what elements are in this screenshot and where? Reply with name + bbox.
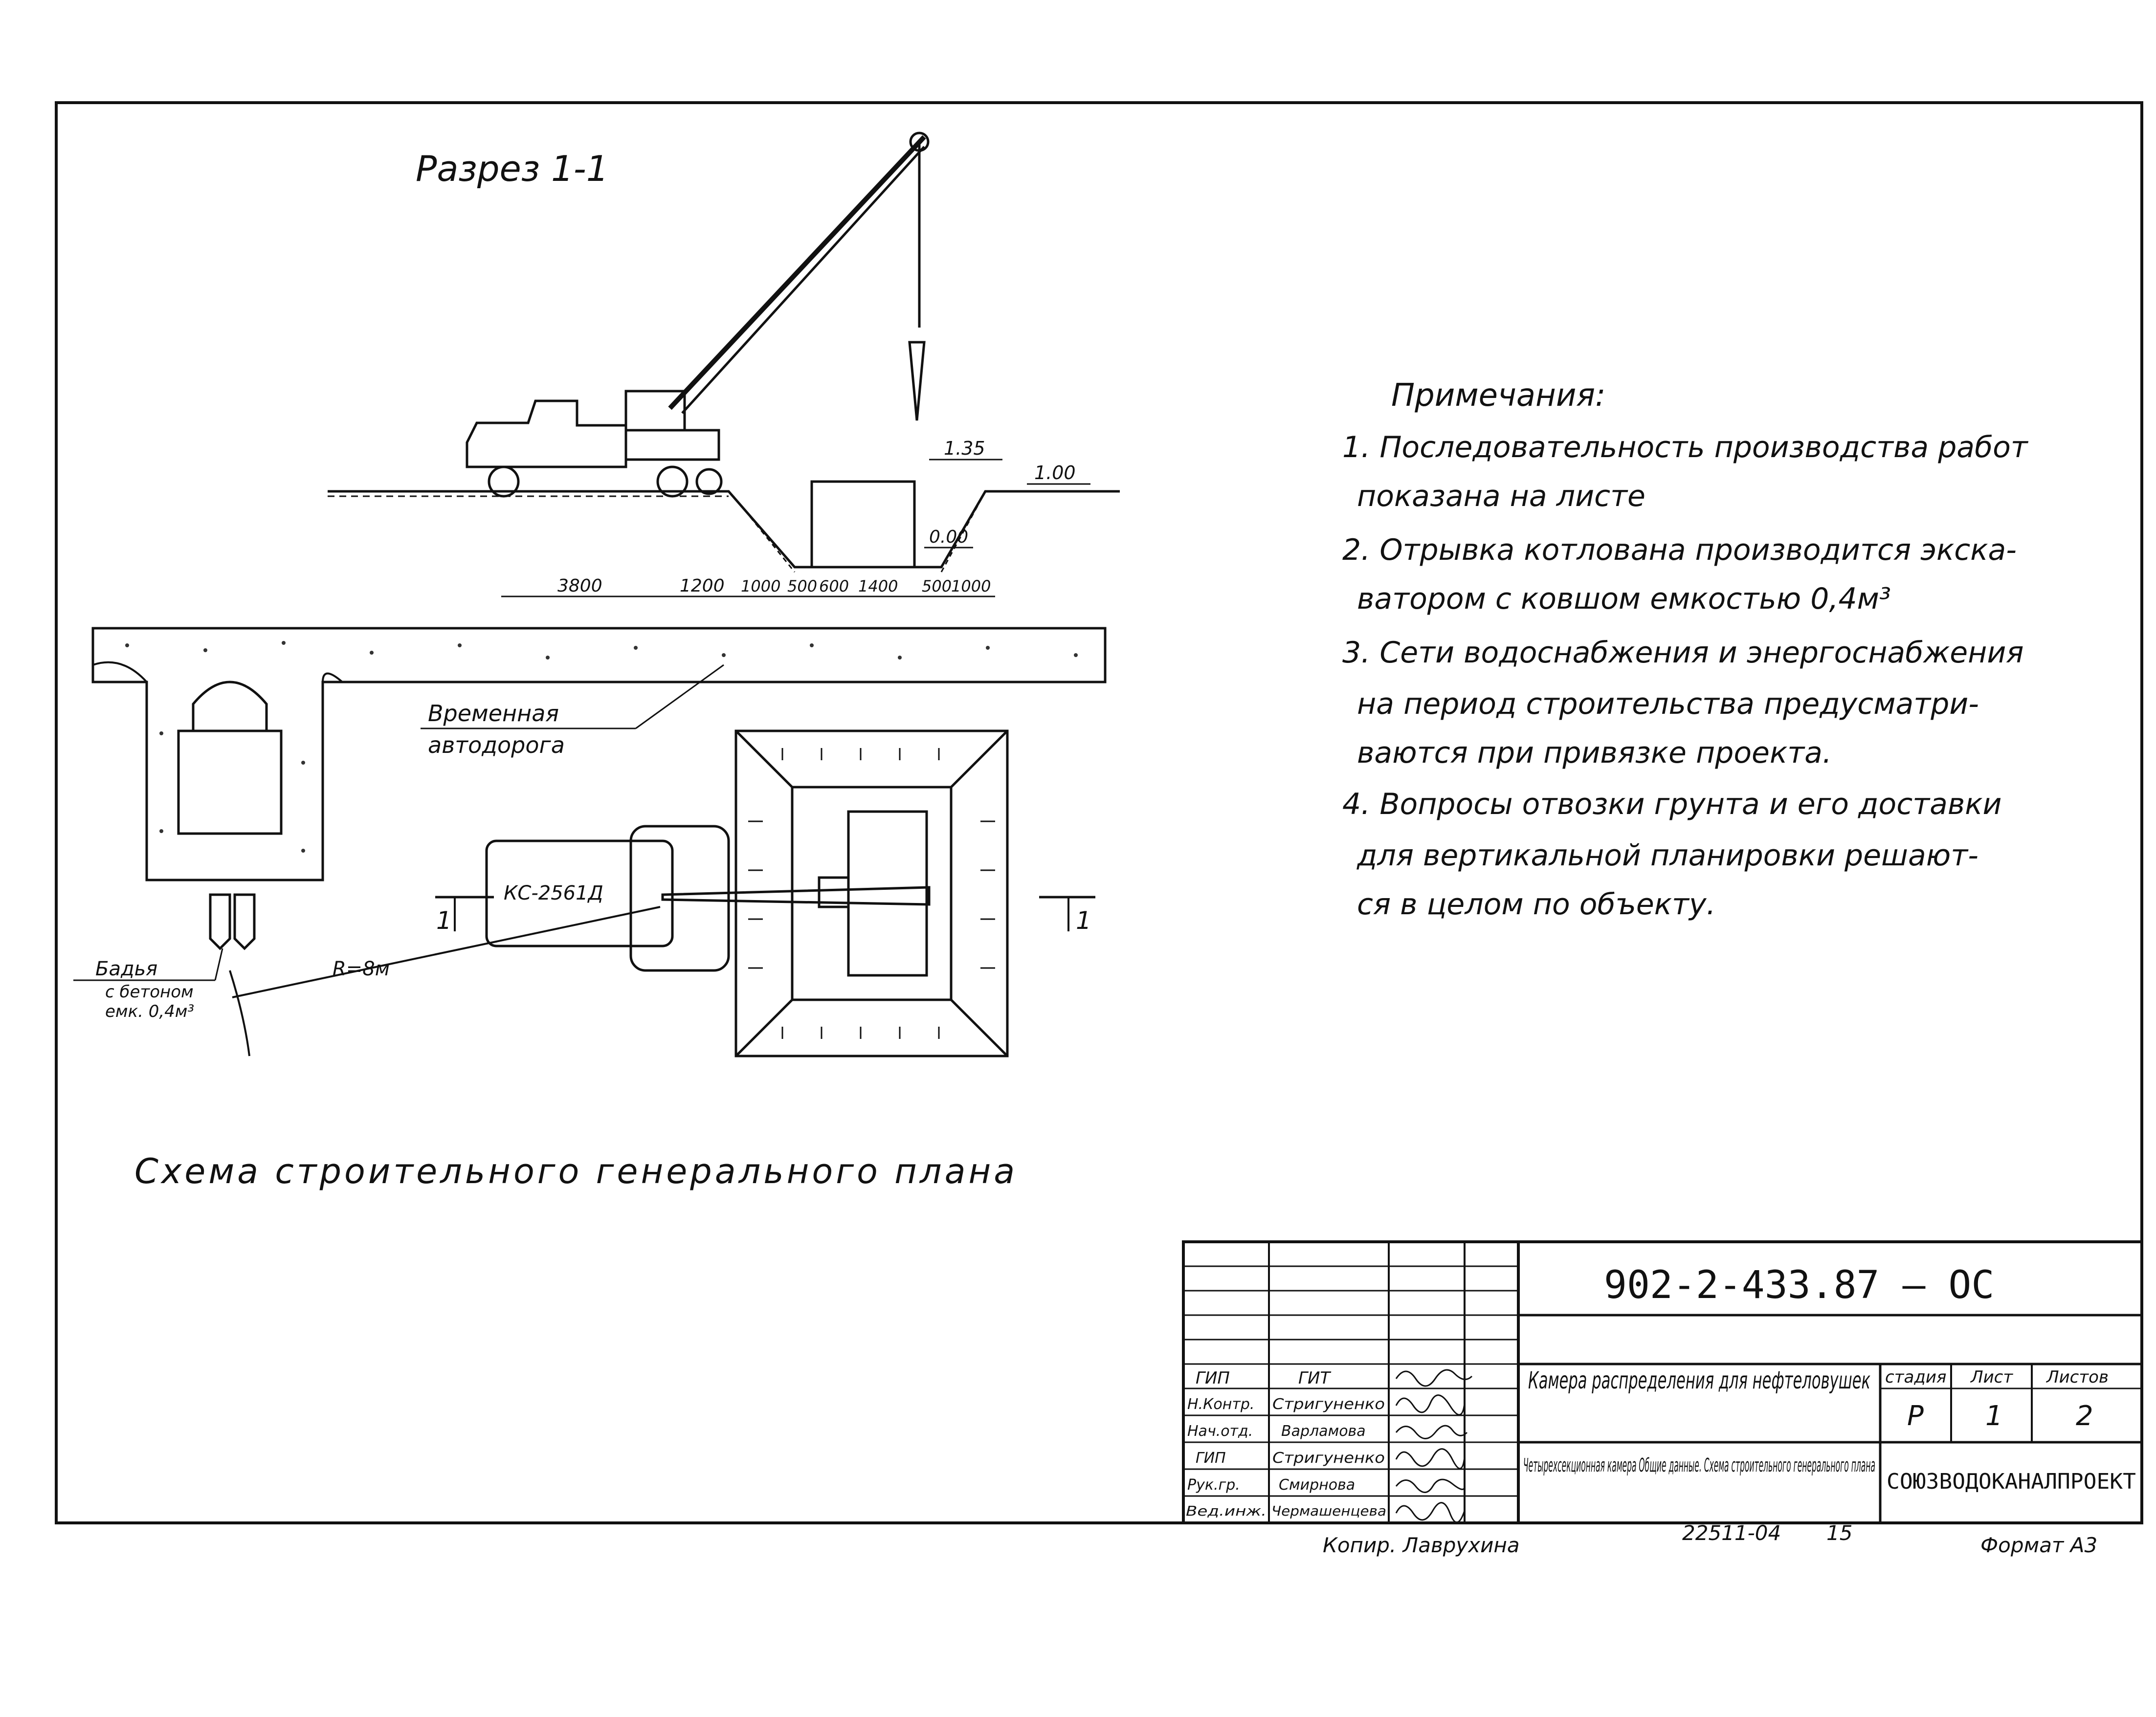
- crane-label: КС-2561Д: [504, 882, 603, 904]
- stage-header: стадия: [1885, 1367, 1946, 1387]
- svg-text:1: 1: [436, 906, 452, 935]
- notes-heading: Примечания:: [1391, 377, 1606, 414]
- row-name: ГИТ: [1298, 1368, 1331, 1388]
- svg-text:1: 1: [1076, 906, 1091, 935]
- sheets-value: 2: [2076, 1400, 2093, 1432]
- ground-profile: [328, 490, 1120, 569]
- road-label-2: автодорога: [428, 732, 565, 758]
- row-name: Стригуненко: [1272, 1450, 1385, 1467]
- dim-3: 1000: [741, 577, 780, 595]
- order-number: 22511-04: [1682, 1521, 1781, 1545]
- section-mark-right: 1: [1039, 896, 1095, 935]
- row-name: Смирнова: [1279, 1476, 1355, 1494]
- note-line-3: 2. Отрывка котлована производится экска-: [1342, 533, 2017, 567]
- elevation-marks: 1.35 1.00 0.00: [924, 438, 1090, 549]
- dim-5: 600: [819, 577, 849, 595]
- row-role: Нач.отд.: [1187, 1423, 1253, 1440]
- section-title: Разрез 1-1: [416, 148, 609, 189]
- copied-by: Копир. Лаврухина: [1323, 1533, 1520, 1557]
- note-line-2: показана на листе: [1357, 479, 1645, 513]
- project-name: Камера распределения для нефтеловушек: [1528, 1367, 1870, 1394]
- sheet-frame: [55, 101, 2143, 1524]
- section-mark-left: 1: [435, 896, 494, 935]
- chamber-box: [810, 480, 916, 569]
- row-role: ГИП: [1196, 1450, 1226, 1467]
- dim-8: 1000: [951, 577, 991, 595]
- bucket-label-3: емк. 0,4м³: [105, 1002, 194, 1021]
- sheets-header: Листов: [2045, 1367, 2109, 1387]
- dim-2: 1200: [680, 576, 725, 596]
- temporary-road: [91, 627, 1107, 881]
- row-role: Вед.инж.: [1186, 1503, 1267, 1519]
- row-name: Стригуненко: [1272, 1396, 1385, 1413]
- notes-block: Примечания: 1. Последовательность произв…: [1342, 377, 2029, 922]
- signature-rows: ГИП ГИТ Н.Контр. Стригуненко Нач.отд. Ва…: [1186, 1368, 1386, 1519]
- road-label-1: Временная: [428, 700, 559, 726]
- sheet-number: 15: [1826, 1521, 1852, 1545]
- dim-7: 500: [922, 577, 952, 595]
- sheet-header: Лист: [1970, 1367, 2013, 1387]
- document-code: 902-2-433.87 — ОС: [1604, 1263, 1994, 1307]
- note-line-8: 4. Вопросы отвозки грунта и его доставки: [1342, 787, 2002, 821]
- sheet-name: Четырехсекционная камера Общие данные. С…: [1523, 1454, 1875, 1476]
- note-line-7: ваются при привязке проекта.: [1357, 736, 1832, 770]
- radius-label: R=8м: [333, 958, 390, 980]
- signature-scribbles: [1395, 1369, 1473, 1523]
- row-name: Чермашенцева: [1271, 1503, 1386, 1519]
- note-line-4: ватором с ковшом емкостью 0,4м³: [1357, 582, 1891, 616]
- row-role: Рук.гр.: [1187, 1476, 1240, 1494]
- crane-truck-icon: [466, 132, 930, 498]
- note-line-1: 1. Последовательность производства работ: [1342, 430, 2029, 464]
- site-plan: Временная автодорога Бадья с бетоном емк…: [73, 627, 1107, 1191]
- plan-title: Схема строительного генерального плана: [134, 1151, 1018, 1191]
- organization-name: СОЮЗВОДОКАНАЛПРОЕКТ: [1887, 1469, 2136, 1494]
- dimension-chain: 3800 1200 1000 500 600 1400 500 1000: [501, 576, 995, 597]
- title-block: [1182, 1240, 2143, 1524]
- note-line-9: для вертикальной планировки решают-: [1356, 838, 1978, 873]
- pit-plan: [734, 729, 1009, 1057]
- elevation-bottom: 0.00: [929, 527, 968, 547]
- bucket-icon: [209, 893, 256, 950]
- note-line-5: 3. Сети водоснабжения и энергоснабжения: [1342, 636, 2023, 670]
- dim-4: 500: [787, 577, 817, 595]
- row-role: Н.Контр.: [1187, 1396, 1254, 1413]
- reach-radius-line: [232, 906, 661, 998]
- bucket-label-2: с бетоном: [105, 982, 194, 1002]
- elevation-right: 1.00: [1034, 462, 1076, 484]
- dim-6: 1400: [858, 577, 898, 595]
- format-label: Формат А3: [1980, 1533, 2097, 1557]
- section-1-1: Разрез 1-1 1.35 1.00 0.00: [328, 132, 1120, 597]
- sheet-value: 1: [1985, 1400, 2003, 1432]
- note-line-6: на период строительства предусматри-: [1357, 687, 1979, 721]
- crane-plan-icon: [485, 825, 931, 972]
- row-name: Варламова: [1281, 1423, 1366, 1440]
- elevation-top: 1.35: [944, 438, 985, 459]
- row-role: ГИП: [1196, 1368, 1230, 1388]
- stage-value: Р: [1907, 1400, 1924, 1432]
- bucket-label-1: Бадья: [95, 958, 157, 980]
- dim-1: 3800: [557, 576, 602, 596]
- note-line-10: ся в целом по объекту.: [1357, 887, 1716, 922]
